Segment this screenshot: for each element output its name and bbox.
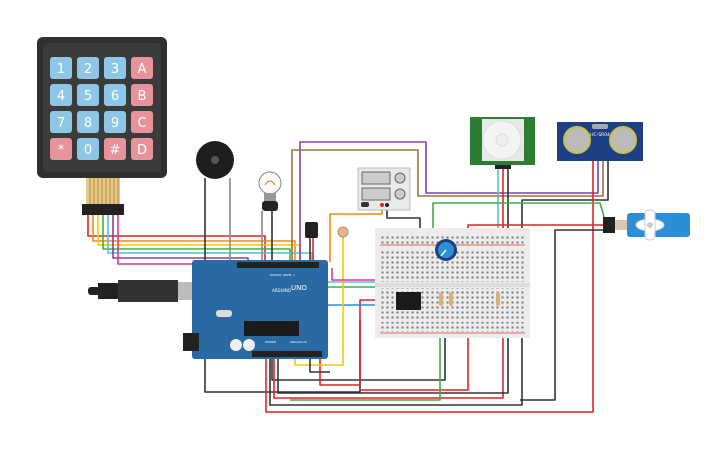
relay-chip[interactable] bbox=[396, 292, 421, 310]
keypad-key-label: 0 bbox=[84, 143, 92, 158]
keypad-key-1[interactable]: 1 bbox=[50, 57, 72, 79]
keypad-key-8[interactable]: 8 bbox=[77, 111, 99, 133]
keypad-key-label: 6 bbox=[111, 89, 119, 104]
wire-cyan[interactable] bbox=[107, 215, 313, 262]
piezo-buzzer[interactable] bbox=[196, 141, 234, 179]
wire-black[interactable] bbox=[520, 229, 605, 401]
wire-yellow[interactable] bbox=[294, 237, 344, 366]
microcontroller-chip bbox=[244, 321, 299, 336]
potentiometer[interactable] bbox=[435, 239, 457, 261]
wire-red[interactable] bbox=[87, 215, 266, 262]
keypad-key-C[interactable]: C bbox=[131, 111, 153, 133]
pir-sensor[interactable] bbox=[470, 117, 535, 169]
usb-cable[interactable] bbox=[88, 280, 198, 302]
keypad-key-D[interactable]: D bbox=[131, 138, 153, 160]
dc-jack bbox=[183, 333, 199, 351]
arduino-brand: ARDUINO bbox=[272, 288, 291, 293]
keypad-key-*[interactable]: * bbox=[50, 138, 72, 160]
keypad-key-label: D bbox=[137, 143, 147, 158]
resistor[interactable] bbox=[439, 292, 500, 306]
keypad-key-#[interactable]: # bbox=[104, 138, 126, 160]
keypad-key-3[interactable]: 3 bbox=[104, 57, 126, 79]
analog-label: ANALOG IN bbox=[290, 340, 307, 344]
wire-purple[interactable] bbox=[299, 141, 599, 262]
keypad-key-label: A bbox=[138, 62, 147, 77]
keypad-key-B[interactable]: B bbox=[131, 84, 153, 106]
current-knob[interactable] bbox=[394, 188, 406, 200]
wire-green[interactable] bbox=[290, 330, 441, 401]
power-analog-header[interactable] bbox=[252, 351, 322, 357]
digital-label: DIGITAL (PWM~) bbox=[270, 273, 295, 277]
servo-motor[interactable] bbox=[603, 209, 690, 241]
keypad-key-label: 1 bbox=[57, 62, 65, 77]
wire-red[interactable] bbox=[265, 161, 594, 413]
keypad-key-label: B bbox=[138, 89, 147, 104]
digital-header[interactable] bbox=[237, 262, 319, 268]
keypad-key-label: 8 bbox=[84, 116, 92, 131]
wire-orange[interactable] bbox=[329, 207, 383, 262]
keypad-key-label: * bbox=[58, 143, 65, 158]
keypad-key-0[interactable]: 0 bbox=[77, 138, 99, 160]
wire-yellow[interactable] bbox=[97, 215, 301, 262]
keypad-key-2[interactable]: 2 bbox=[77, 57, 99, 79]
keypad-key-4[interactable]: 4 bbox=[50, 84, 72, 106]
keypad-key-5[interactable]: 5 bbox=[77, 84, 99, 106]
wire-orange[interactable] bbox=[92, 215, 296, 262]
keypad-key-9[interactable]: 9 bbox=[104, 111, 126, 133]
breadboard[interactable] bbox=[375, 228, 530, 338]
keypad-key-label: 3 bbox=[111, 62, 119, 77]
keypad-key-label: C bbox=[137, 116, 146, 131]
keypad-key-label: 5 bbox=[84, 89, 92, 104]
keypad-key-label: 2 bbox=[84, 62, 92, 77]
arduino-model: UNO bbox=[291, 284, 307, 292]
arduino-uno[interactable]: ARDUINO UNO DIGITAL (PWM~) POWER ANALOG … bbox=[183, 260, 328, 359]
photoresistor[interactable] bbox=[337, 226, 349, 238]
temperature-sensor[interactable] bbox=[305, 222, 318, 238]
keypad-key-label: # bbox=[110, 143, 121, 158]
voltage-knob[interactable] bbox=[394, 172, 406, 184]
keypad-key-label: 9 bbox=[111, 116, 119, 131]
keypad[interactable]: 1 2 3 A 4 5 6 B 7 8 9 C * 0 # D bbox=[37, 37, 167, 215]
keypad-key-A[interactable]: A bbox=[131, 57, 153, 79]
keypad-ribbon-cable bbox=[82, 178, 124, 215]
wire-green[interactable] bbox=[102, 215, 291, 262]
keypad-key-label: 4 bbox=[57, 89, 65, 104]
power-supply[interactable] bbox=[357, 167, 411, 211]
light-bulb[interactable] bbox=[258, 171, 282, 211]
ultrasonic-label: HC-SR04 bbox=[590, 132, 610, 138]
keypad-key-6[interactable]: 6 bbox=[104, 84, 126, 106]
wire-brown[interactable] bbox=[291, 149, 604, 262]
keypad-key-7[interactable]: 7 bbox=[50, 111, 72, 133]
ultrasonic-sensor[interactable]: HC-SR04 bbox=[557, 122, 643, 161]
power-label: POWER bbox=[265, 340, 276, 344]
power-switch[interactable] bbox=[361, 202, 369, 207]
keypad-key-label: 7 bbox=[57, 116, 65, 131]
